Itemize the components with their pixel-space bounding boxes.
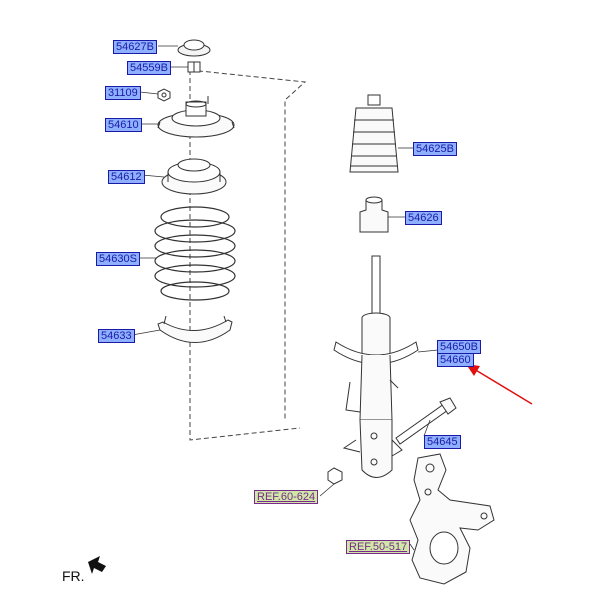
front-direction-arrow [88,556,106,574]
label-54650b: 54650B [437,340,481,354]
label-54630s: 54630S [96,252,140,266]
label-54612: 54612 [108,170,145,184]
label-ref-60-624[interactable]: REF.60-624 [254,490,319,504]
label-54627b: 54627B [113,40,157,54]
part-54650b-strut-assembly [333,255,419,478]
part-54627b-cap [177,39,211,57]
part-54630s-coil-spring [154,206,236,301]
part-54633-spring-pad [157,315,233,343]
label-54625b: 54625B [413,142,457,156]
part-31109-nut [157,88,171,102]
part-54610-strut-mount [157,96,235,138]
label-54559b: 54559B [127,61,171,75]
front-direction-label: FR. [62,568,85,584]
part-54612-spring-seat [161,158,227,195]
label-54645: 54645 [424,435,461,449]
ref-50-517-knuckle [409,453,495,585]
part-54625b-dust-boot [349,94,399,173]
leader-lines [131,45,439,551]
label-ref-50-517[interactable]: REF.50-517 [346,540,411,554]
ref-60-624-nut [327,467,343,485]
part-54626-bump-stop [359,196,389,233]
part-54559b-nut [187,61,201,73]
label-54610: 54610 [105,118,142,132]
part-54645-bolt [395,397,457,445]
pointer-arrow [466,364,533,405]
label-31109: 31109 [105,86,141,100]
label-54633: 54633 [98,329,135,343]
label-54660: 54660 [437,353,474,367]
label-54626: 54626 [405,211,442,225]
